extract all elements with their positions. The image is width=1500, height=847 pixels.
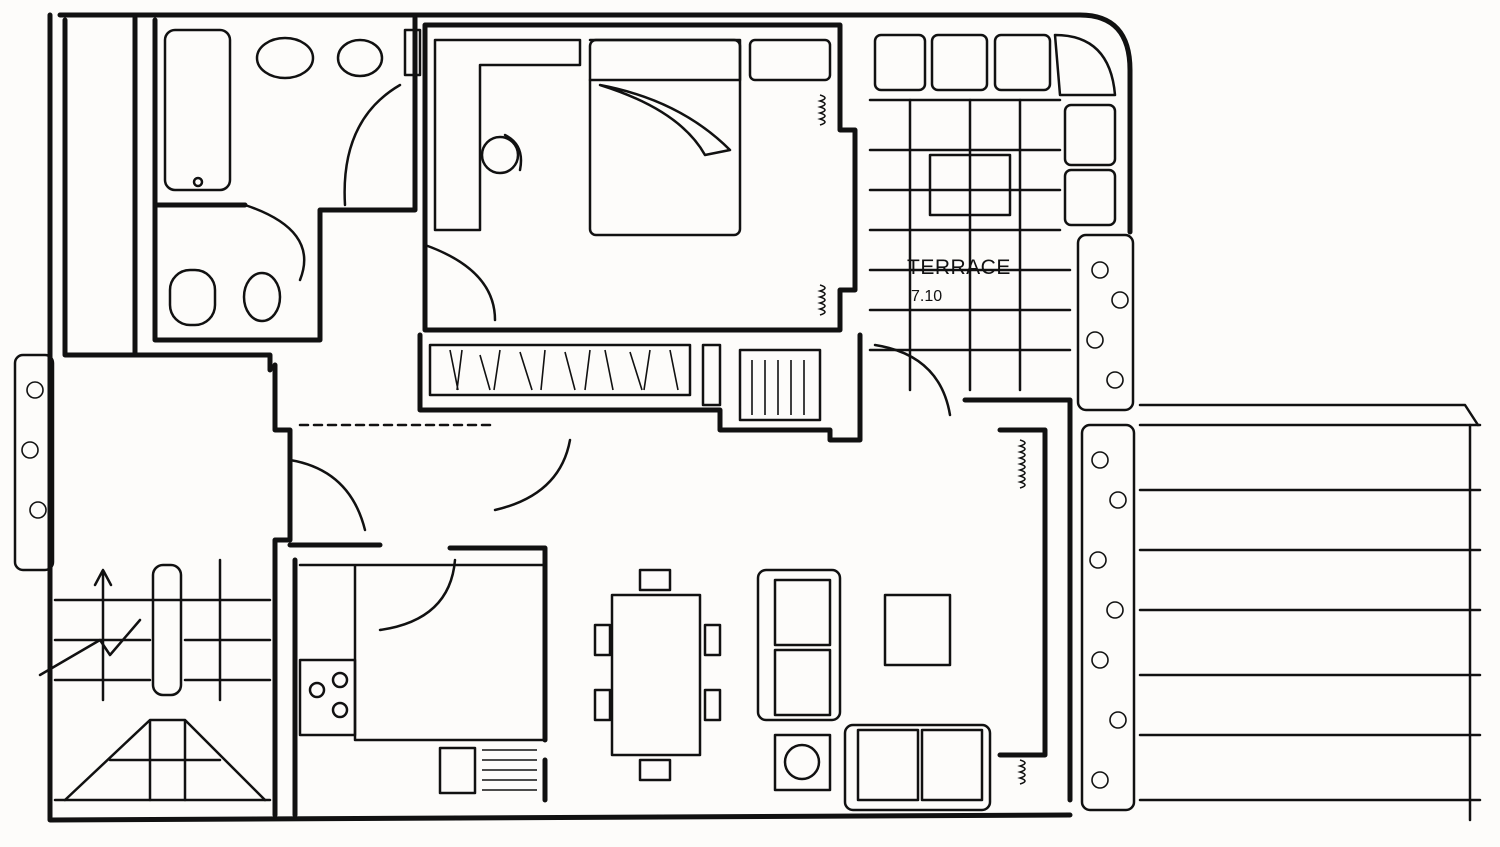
- hall-door-swing: [343, 83, 402, 207]
- terrace-label: TERRACE: [907, 256, 1011, 279]
- outer-walls: [47, 12, 1133, 823]
- bedroom: [422, 22, 858, 333]
- bathroom-door-swing: [243, 203, 306, 282]
- kitchen: [298, 563, 547, 795]
- living-furniture: [593, 568, 992, 812]
- terrace-area-label: 7.10: [911, 288, 943, 305]
- terrace: [868, 33, 1117, 803]
- bedroom-door-swing: [423, 243, 497, 322]
- deck: [1138, 403, 1482, 822]
- stair-break-line: [38, 618, 142, 677]
- planters: [13, 233, 1136, 812]
- staircase: [38, 558, 272, 802]
- interior-walls: [272, 362, 1048, 818]
- bathroom: [132, 15, 422, 373]
- wardrobe: [417, 332, 863, 443]
